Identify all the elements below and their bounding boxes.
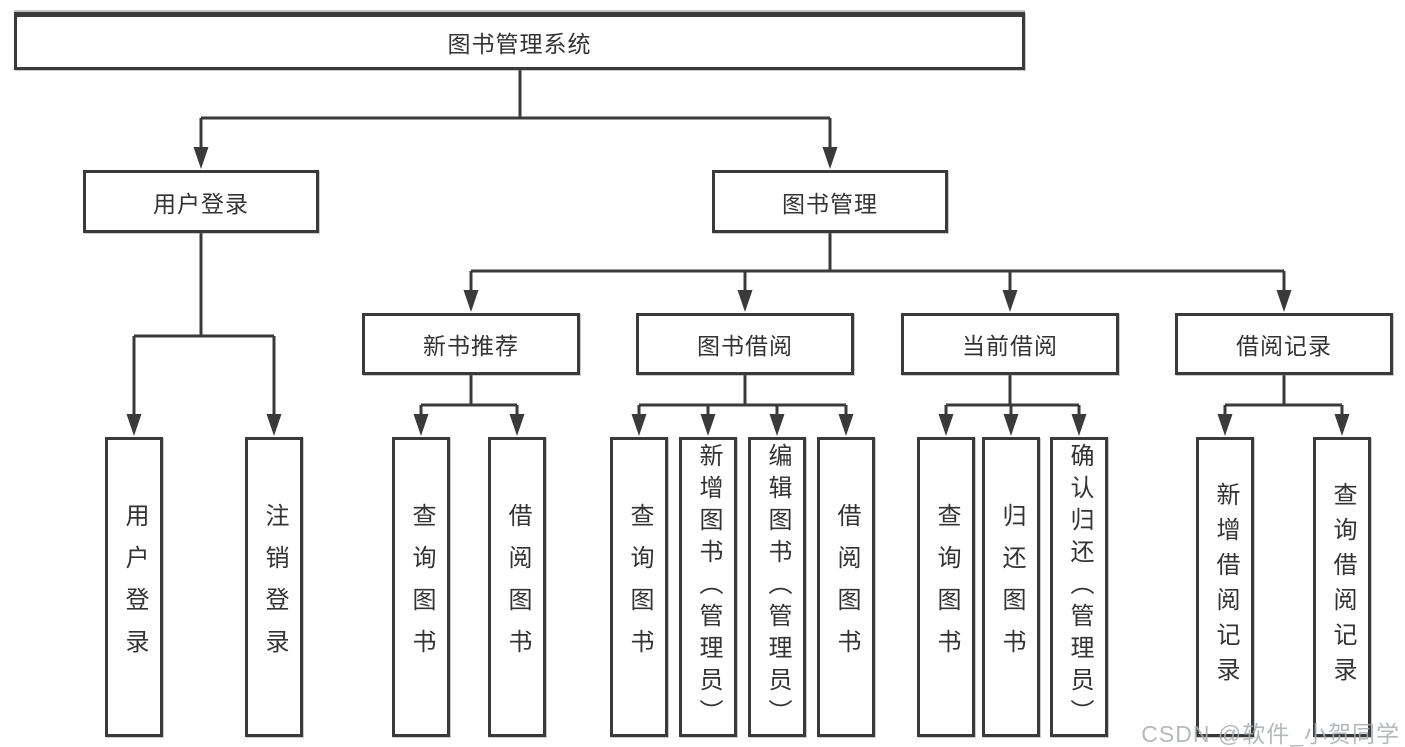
leaf-borrow-books-rec: 借阅图书 <box>488 437 546 737</box>
node-label: 查询借阅记录 <box>1329 482 1356 692</box>
node-label: 当前借阅 <box>962 333 1058 359</box>
connector-user-login-to-leaves <box>126 233 282 436</box>
leaf-query-books-borrow: 查询图书 <box>610 437 668 737</box>
connector-borrow-records-to-leaves <box>1217 375 1350 436</box>
leaf-user-login: 用户登录 <box>105 437 163 737</box>
leaf-query-books-current: 查询图书 <box>917 437 975 737</box>
leaf-add-borrow-record: 新增借阅记录 <box>1196 437 1254 737</box>
node-label: 查询图书 <box>626 503 653 671</box>
node-label: 新增图书（管理员） <box>695 443 722 731</box>
node-label: 编辑图书（管理员） <box>764 443 791 731</box>
node-label: 查询图书 <box>408 503 435 671</box>
connector-root-to-level2 <box>193 70 838 169</box>
leaf-query-books-rec: 查询图书 <box>392 437 450 737</box>
node-label: 新增借阅记录 <box>1212 482 1239 692</box>
node-book-borrow: 图书借阅 <box>636 313 854 375</box>
leaf-query-borrow-record: 查询借阅记录 <box>1313 437 1371 737</box>
node-label: 借阅图书 <box>504 503 531 671</box>
node-label: 用户登录 <box>153 190 249 217</box>
node-system-root: 图书管理系统 <box>14 12 1025 70</box>
node-user-login: 用户登录 <box>83 170 319 233</box>
node-label: 注销登录 <box>261 503 288 671</box>
node-new-book-recommend: 新书推荐 <box>362 313 580 375</box>
connector-book-borrow-to-leaves <box>631 375 854 436</box>
node-label: 归还图书 <box>998 503 1025 671</box>
leaf-add-books-admin: 新增图书（管理员） <box>679 437 737 737</box>
node-label: 借阅记录 <box>1236 333 1332 359</box>
leaf-confirm-return-admin: 确认归还（管理员） <box>1050 437 1108 737</box>
leaf-logout: 注销登录 <box>245 437 303 737</box>
leaf-edit-books-admin: 编辑图书（管理员） <box>748 437 806 737</box>
node-label: 图书借阅 <box>697 333 793 359</box>
node-label: 确认归还（管理员） <box>1066 443 1093 731</box>
node-label: 用户登录 <box>121 503 148 671</box>
node-label: 图书管理 <box>782 190 878 217</box>
leaf-return-books: 归还图书 <box>982 437 1040 737</box>
node-label: 新书推荐 <box>423 333 519 359</box>
node-label: 查询图书 <box>933 503 960 671</box>
node-current-borrow: 当前借阅 <box>901 313 1119 375</box>
node-book-management: 图书管理 <box>712 170 948 233</box>
node-label: 图书管理系统 <box>447 31 592 57</box>
csdn-watermark: CSDN @软件_小贺同学 <box>1141 721 1400 747</box>
node-label: 借阅图书 <box>833 503 860 671</box>
node-borrow-records: 借阅记录 <box>1175 313 1393 375</box>
leaf-borrow-books: 借阅图书 <box>817 437 875 737</box>
connector-book-mgmt-to-level3 <box>463 233 1292 312</box>
connector-new-book-rec-to-leaves <box>413 375 525 436</box>
connector-current-borrow-to-leaves <box>938 375 1087 436</box>
